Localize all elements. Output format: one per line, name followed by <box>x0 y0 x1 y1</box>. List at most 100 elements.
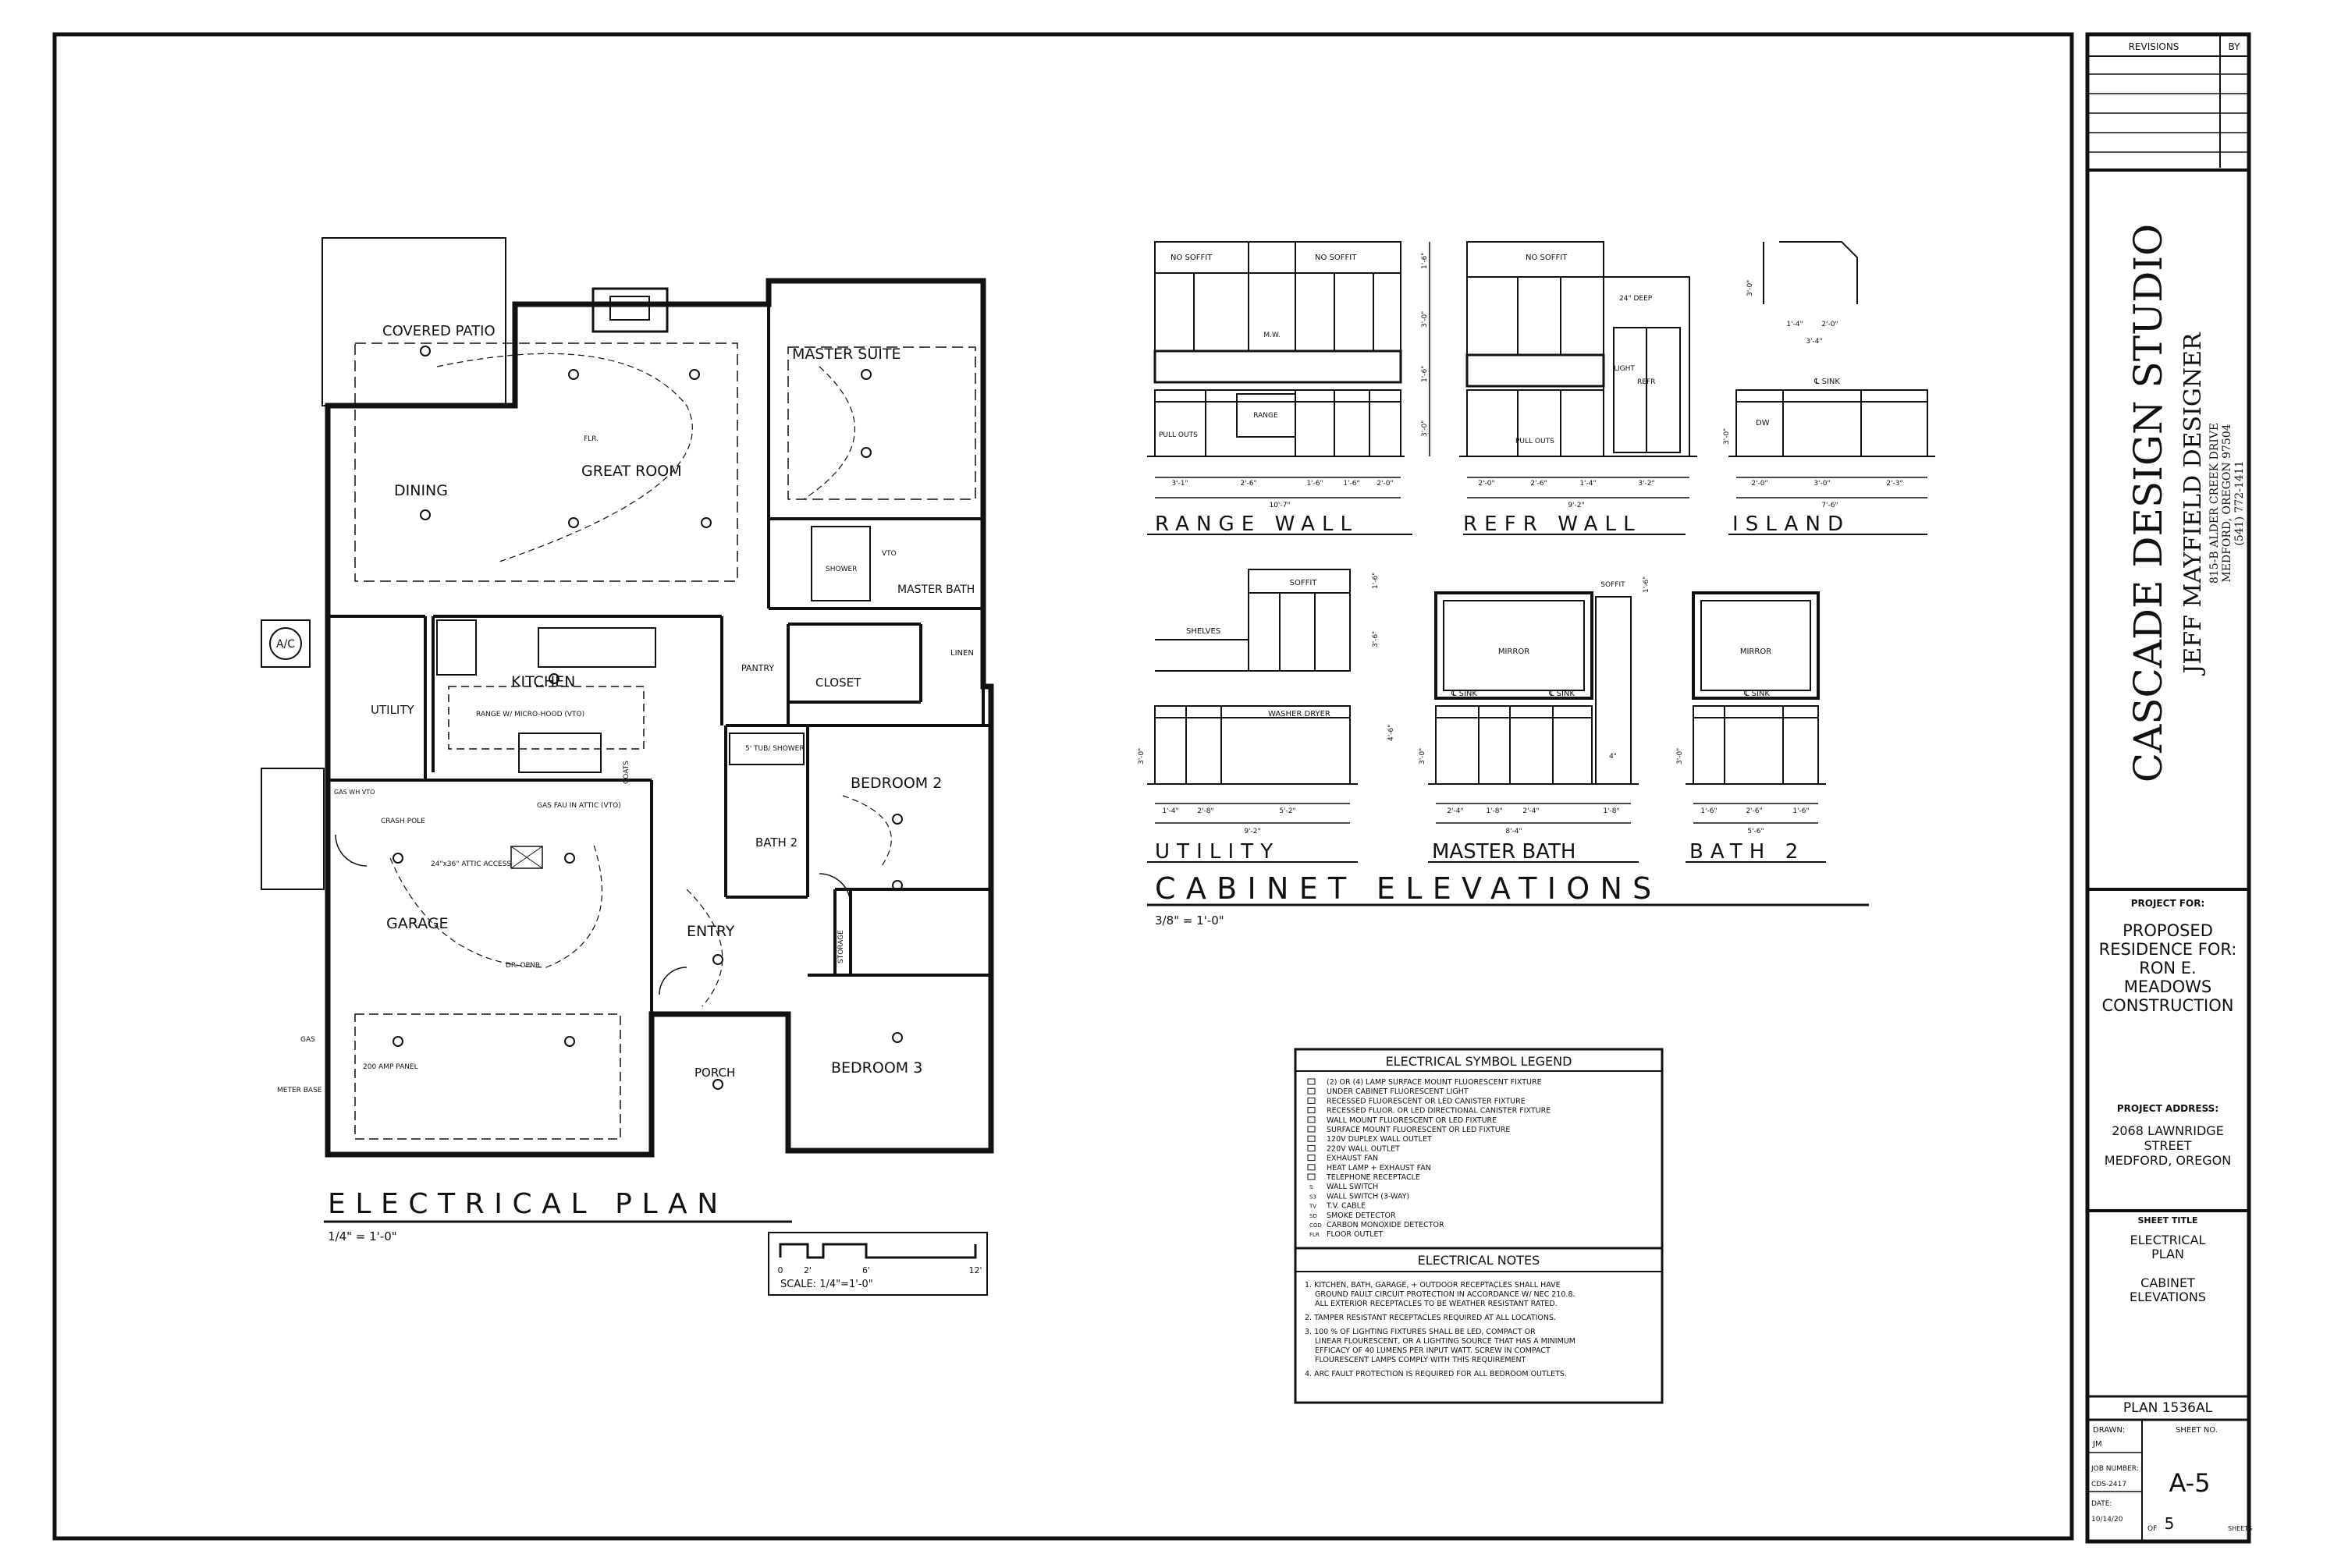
note-line: 3. 100 % OF LIGHTING FIXTURES SHALL BE L… <box>1305 1328 1536 1336</box>
note-line: 1. KITCHEN, BATH, GARAGE, + OUTDOOR RECE… <box>1305 1281 1561 1290</box>
legend-item: CARBON MONOXIDE DETECTOR <box>1327 1221 1444 1229</box>
utility-washer-dryer: WASHER DRYER <box>1268 710 1330 718</box>
scale-tick-12: 12' <box>968 1265 982 1275</box>
refr-wall-no-soffit: NO SOFFIT <box>1526 254 1568 262</box>
scale-tick-0: 0 <box>778 1265 783 1275</box>
legend-item: WALL SWITCH (3-WAY) <box>1327 1192 1409 1201</box>
island-sink: ℄ SINK <box>1813 378 1840 386</box>
range-wall-dim: 1'-6" <box>1306 480 1323 488</box>
master-bath-vdim: 1'-6" <box>1643 576 1650 593</box>
job-value: CDS-2417 <box>2091 1481 2126 1488</box>
sheet-number: A-5 <box>2169 1468 2210 1498</box>
room-label-entry: ENTRY <box>687 923 735 940</box>
sheet-title-label: SHEET TITLE <box>2137 1215 2197 1226</box>
cabinet-elevations-title: CABINET ELEVATIONS <box>1155 871 1662 906</box>
range-wall-no-soffit-right: NO SOFFIT <box>1315 254 1357 262</box>
legend-item: T.V. CABLE <box>1326 1202 1366 1211</box>
note-line: FLOURESCENT LAMPS COMPLY WITH THIS REQUI… <box>1315 1356 1526 1364</box>
exterior-walls <box>325 278 994 1158</box>
room-label-garage: GARAGE <box>386 915 449 932</box>
range-wall-vdim: 1'-6" <box>1421 366 1429 382</box>
utility-dim: 5'-2" <box>1279 807 1295 815</box>
room-label-shower: SHOWER <box>826 566 857 573</box>
title-block: REVISIONS BY CASCADE DESIGN STUDIO JEFF … <box>2087 34 2252 1541</box>
bath-2-vdim: 3'-0" <box>1676 748 1684 764</box>
legend-symbol-icon <box>1307 1173 1316 1180</box>
room-label-bedroom-3: BEDROOM 3 <box>831 1059 922 1077</box>
note-dr-opnr: DR. OPNR <box>506 962 540 970</box>
island-dim: 3'-0" <box>1813 480 1830 488</box>
island-dw: DW <box>1756 419 1770 427</box>
note-crash-pole: CRASH POLE <box>381 818 425 825</box>
range-wall-title: RANGE WALL <box>1155 513 1359 536</box>
range-wall-no-soffit-left: NO SOFFIT <box>1170 254 1213 262</box>
project-line: MEADOWS <box>2124 977 2212 996</box>
kitchen-island <box>538 627 656 668</box>
garage-door <box>354 1013 621 1140</box>
note-gas-wh: GAS WH VTO <box>334 789 375 796</box>
electrical-symbol-legend: ELECTRICAL SYMBOL LEGEND (2) OR (4) LAMP… <box>1294 1048 1664 1250</box>
elevation-range-wall <box>1147 241 1430 498</box>
island-v-main: 3'-0" <box>1723 428 1731 445</box>
legend-symbol-icon <box>1307 1078 1316 1085</box>
note-line: ALL EXTERIOR RECEPTACLES TO BE WEATHER R… <box>1315 1300 1558 1308</box>
refr-wall-dim: 2'-0" <box>1478 480 1494 488</box>
project-line: CONSTRUCTION <box>2102 996 2234 1015</box>
legend-symbol-icon <box>1307 1097 1316 1104</box>
legend-symbol-icon <box>1307 1087 1316 1094</box>
refr-wall-dim: 2'-6" <box>1530 480 1547 488</box>
utility-dim: 1'-4" <box>1162 807 1178 815</box>
fireplace <box>591 287 669 333</box>
bath-2-title: BATH 2 <box>1689 840 1805 864</box>
drawn-label: DRAWN: <box>2093 1426 2125 1435</box>
project-line: PROPOSED <box>2123 921 2213 940</box>
room-label-kitchen: KITCHEN <box>511 673 575 690</box>
note-vto: VTO <box>882 550 897 558</box>
scale-bar: 0 2' 6' 12' SCALE: 1/4"=1'-0" <box>768 1232 988 1296</box>
range-wall-vdim: 3'-0" <box>1421 311 1429 328</box>
legend-symbol-icon <box>1307 1144 1316 1151</box>
cabinet-elevations-scale: 3/8" = 1'-0" <box>1155 913 1224 928</box>
bath-2-dim: 1'-6" <box>1700 807 1717 815</box>
by-header: BY <box>2229 41 2241 52</box>
note-ac: A/C <box>276 638 295 651</box>
legend-item: 220V WALL OUTLET <box>1327 1144 1400 1153</box>
firm-name: CASCADE DESIGN STUDIO <box>2126 224 2171 782</box>
project-for-label: PROJECT FOR: <box>2131 898 2205 909</box>
refr-wall-dim: 3'-2" <box>1638 480 1654 488</box>
project-line: RESIDENCE FOR: <box>2099 940 2237 959</box>
note-flr: FLR. <box>584 435 599 443</box>
master-bath-soffit: SOFFIT <box>1600 581 1625 589</box>
range-wall-dim: 1'-6" <box>1343 480 1359 488</box>
note-attic: 24"x36" ATTIC ACCESS <box>431 860 511 868</box>
bathtub <box>729 733 805 765</box>
island-title: ISLAND <box>1732 513 1850 536</box>
utility-overall: 9'-2" <box>1244 828 1260 835</box>
master-shower <box>811 526 871 601</box>
range-wall-overall: 10'-7" <box>1269 502 1290 509</box>
legend-symbol: FLR <box>1309 1232 1320 1238</box>
master-bath-title: MASTER BATH <box>1432 840 1575 864</box>
patio-outline <box>321 237 506 406</box>
legend-item: TELEPHONE RECEPTACLE <box>1326 1173 1420 1182</box>
legend-item: (2) OR (4) LAMP SURFACE MOUNT FLUORESCEN… <box>1327 1078 1542 1087</box>
refr-wall-dim: 1'-4" <box>1579 480 1596 488</box>
legend-symbol-icon <box>1307 1135 1316 1142</box>
room-label-bedroom-2: BEDROOM 2 <box>851 775 942 792</box>
bath-2-dim: 1'-6" <box>1792 807 1809 815</box>
legend-item: WALL SWITCH <box>1327 1183 1378 1191</box>
legend-symbol-icon <box>1307 1155 1316 1162</box>
range-wall-vdim: 1'-6" <box>1421 253 1429 269</box>
legend-symbol: SD <box>1309 1213 1317 1219</box>
legend-item: SURFACE MOUNT FLUORESCENT OR LED FIXTURE <box>1327 1126 1510 1134</box>
date-value: 10/14/20 <box>2091 1516 2123 1524</box>
room-label-master-bath: MASTER BATH <box>897 584 975 596</box>
utility-shelves: SHELVES <box>1186 627 1220 636</box>
room-label-utility: UTILITY <box>371 703 415 717</box>
legend-symbol: TV <box>1309 1204 1316 1210</box>
island-v-top: 3'-0" <box>1746 280 1754 296</box>
bath-2-mirror: MIRROR <box>1740 647 1771 656</box>
electrical-floor-plan <box>261 237 994 1158</box>
legend-symbol: S <box>1309 1184 1313 1190</box>
